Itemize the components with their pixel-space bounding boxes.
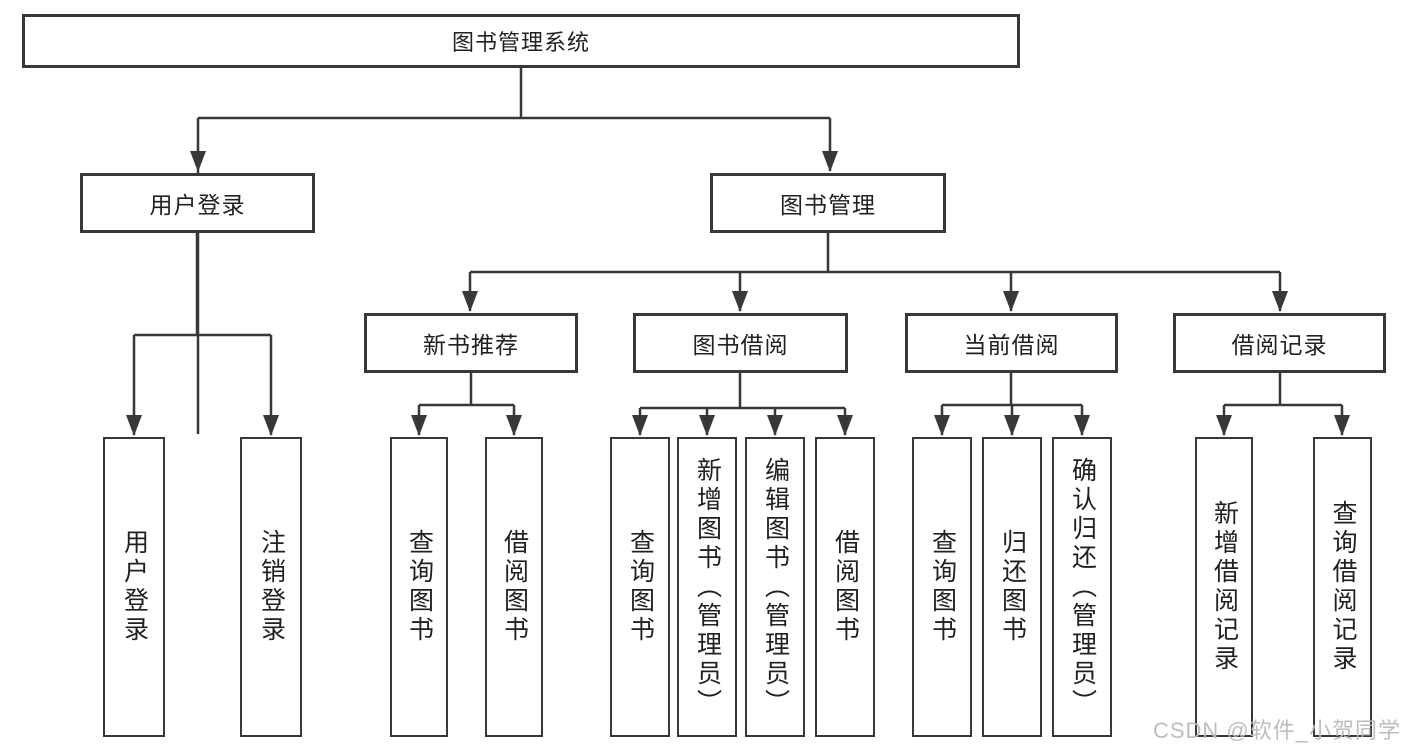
arrowhead bbox=[126, 415, 142, 436]
edge-root-to-level2 bbox=[190, 68, 838, 434]
leaf-logout-login: 注销登录 bbox=[240, 437, 302, 737]
edge-new-book-rec-to-leaves bbox=[411, 373, 522, 436]
arrowhead bbox=[506, 415, 522, 436]
arrowhead bbox=[837, 415, 853, 436]
edge-borrow-records-to-leaves bbox=[1216, 373, 1350, 436]
arrowhead bbox=[767, 415, 783, 436]
edge-current-borrow-to-leaves bbox=[934, 373, 1090, 436]
leaf-confirm-return-admin: 确认归还（管理员） bbox=[1052, 437, 1112, 737]
leaf-borrow-books: 借阅图书 bbox=[815, 437, 875, 737]
arrowhead bbox=[411, 415, 427, 436]
arrowhead bbox=[462, 291, 478, 312]
arrowhead bbox=[1216, 415, 1232, 436]
arrowhead bbox=[190, 151, 206, 172]
arrowhead bbox=[632, 415, 648, 436]
leaf-query-books-current: 查询图书 bbox=[912, 437, 972, 737]
node-new-book-recommend: 新书推荐 bbox=[364, 313, 578, 373]
leaf-add-book-admin: 新增图书（管理员） bbox=[677, 437, 737, 737]
leaf-edit-book-admin: 编辑图书（管理员） bbox=[745, 437, 805, 737]
node-root: 图书管理系统 bbox=[22, 14, 1020, 68]
arrowhead bbox=[263, 415, 279, 436]
arrowhead bbox=[732, 291, 748, 312]
leaf-query-books-borrow: 查询图书 bbox=[610, 437, 670, 737]
arrowhead bbox=[699, 415, 715, 436]
node-current-borrow: 当前借阅 bbox=[905, 313, 1118, 373]
node-user-login: 用户登录 bbox=[80, 173, 315, 233]
arrowhead bbox=[934, 415, 950, 436]
arrowhead bbox=[1004, 415, 1020, 436]
arrowhead bbox=[1074, 415, 1090, 436]
arrowhead bbox=[822, 151, 838, 172]
arrowhead bbox=[1272, 291, 1288, 312]
leaf-query-books-recommend: 查询图书 bbox=[390, 437, 448, 737]
edge-user-login-to-leaves bbox=[126, 233, 279, 436]
watermark-text: CSDN @软件_小贺同学 bbox=[1152, 718, 1401, 743]
node-borrow-records: 借阅记录 bbox=[1173, 313, 1386, 373]
edge-book-mgmt-to-level3 bbox=[462, 233, 1288, 312]
arrowhead bbox=[1003, 291, 1019, 312]
leaf-add-borrow-record: 新增借阅记录 bbox=[1195, 437, 1253, 737]
node-book-management: 图书管理 bbox=[710, 173, 946, 233]
leaf-user-login: 用户登录 bbox=[103, 437, 165, 737]
leaf-query-borrow-record: 查询借阅记录 bbox=[1313, 437, 1372, 737]
node-book-borrow: 图书借阅 bbox=[633, 313, 848, 373]
leaf-return-books: 归还图书 bbox=[982, 437, 1042, 737]
leaf-borrow-books-recommend: 借阅图书 bbox=[485, 437, 543, 737]
edge-book-borrow-to-leaves bbox=[632, 373, 853, 436]
arrowhead bbox=[1334, 415, 1350, 436]
